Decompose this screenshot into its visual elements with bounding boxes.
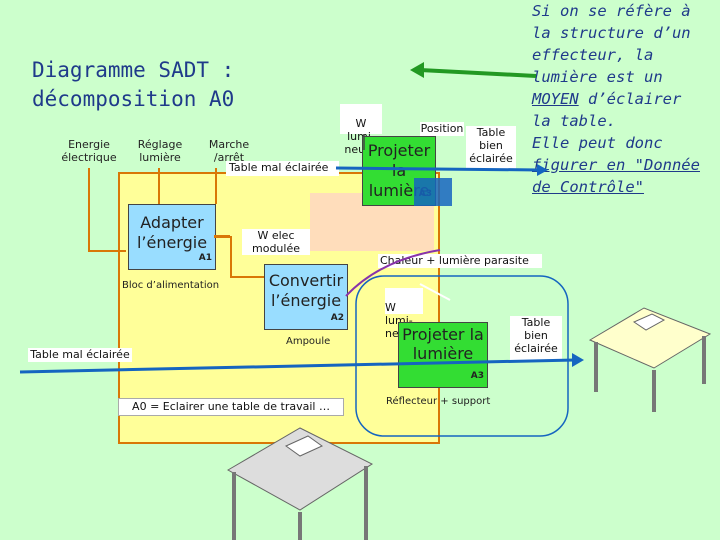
label-table-bien-right: Table bien éclairée xyxy=(510,316,562,360)
flow-arrowhead-top xyxy=(537,164,548,176)
input-marche: Marche /arrêt xyxy=(208,138,250,162)
energy-arrow xyxy=(88,168,90,250)
input-position: Position xyxy=(420,122,464,136)
block-a2[interactable]: Convertir l’énergie A2 xyxy=(264,264,348,330)
input-energie: Energie électrique xyxy=(61,138,117,164)
note-moyen: MOYEN xyxy=(532,90,579,108)
input-reglage: Réglage lumière xyxy=(137,138,183,164)
reglage-arrow xyxy=(158,168,160,204)
table-bottom-top xyxy=(226,427,374,511)
flow-arrowhead-main xyxy=(572,353,584,367)
block-a3[interactable]: Projeter la lumière A3 xyxy=(398,322,488,388)
table-right-top xyxy=(588,307,712,369)
note-line-9: de Contrôle" xyxy=(532,178,644,196)
block-a3-id: A3 xyxy=(470,371,484,381)
w-elec-arrow-to-a2 xyxy=(230,276,264,278)
block-a2-label: Convertir l’énergie xyxy=(268,271,344,310)
note-line-2: la structure d’un xyxy=(532,24,691,42)
note-line-8: figurer en "Donnée xyxy=(532,156,700,174)
note-pointer-arrowhead xyxy=(410,62,424,78)
title-line-1: Diagramme SADT : xyxy=(32,58,235,82)
flow-arrow-main xyxy=(19,358,576,374)
note-line-6: la table. xyxy=(532,112,616,130)
note-line-3: effecteur, la xyxy=(532,46,654,64)
block-a1-id: A1 xyxy=(198,253,212,263)
w-lumi-mid-arrow xyxy=(419,283,451,301)
block-a1-label: Adapter l’énergie xyxy=(136,213,208,252)
label-reflecteur: Réflecteur + support xyxy=(386,396,491,407)
flow-arrow-top xyxy=(335,166,541,172)
note-line-7: Elle peut donc xyxy=(532,134,663,152)
label-table-mal-left: Table mal éclairée xyxy=(28,348,132,362)
block-a3-label: Projeter la lumière xyxy=(402,325,484,363)
chaleur-curve xyxy=(345,249,441,297)
note-line-5-rest: d’éclairer xyxy=(578,90,682,108)
marche-arrow xyxy=(215,168,217,204)
note-pointer-arrow xyxy=(419,68,537,78)
label-w-elec: W elec modulée xyxy=(242,229,310,255)
w-elec-arrow xyxy=(230,236,232,276)
page-title: Diagramme SADT : décomposition A0 xyxy=(32,56,312,114)
note-line-1: Si on se réfère à xyxy=(532,2,691,20)
input-table-mal-top: Table mal éclairée xyxy=(226,161,339,176)
a0-caption: A0 = Eclairer une table de travail … xyxy=(118,398,344,416)
title-line-2: décomposition A0 xyxy=(32,87,235,111)
label-ampoule: Ampoule xyxy=(286,336,331,347)
note-line-5: MOYEN d’éclairer xyxy=(532,88,718,110)
label-chaleur: Chaleur + lumière parasite xyxy=(378,254,542,268)
table-right-paper xyxy=(632,313,666,331)
block-a2-id: A2 xyxy=(330,313,344,323)
label-bloc-alim: Bloc d’alimentation xyxy=(122,280,220,291)
table-bottom-paper xyxy=(285,435,323,457)
note-line-4: lumière est un xyxy=(532,68,663,86)
explanation-note: Si on se réfère à la structure d’un effe… xyxy=(532,0,718,198)
a3-top-blue-overlay xyxy=(414,178,452,206)
blue-outline xyxy=(355,275,569,437)
input-table-bien-top: Table bien éclairée xyxy=(466,126,516,170)
block-a1[interactable]: Adapter l’énergie A1 xyxy=(128,204,216,270)
energy-arrow-h xyxy=(88,250,126,252)
